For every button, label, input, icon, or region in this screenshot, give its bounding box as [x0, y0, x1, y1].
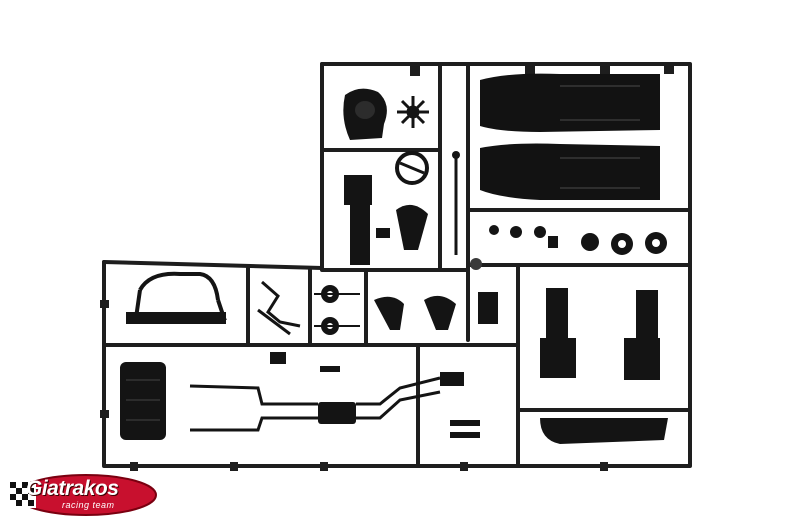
exhaust-system	[189, 376, 441, 432]
logo-brand-text: Giatrakos	[26, 477, 119, 500]
muffler-rear	[440, 372, 464, 386]
sprue-frame	[102, 62, 692, 468]
dashboard-parts	[343, 88, 460, 265]
suspension-bar	[126, 312, 226, 324]
control-arms	[374, 295, 456, 330]
muffler	[318, 402, 356, 424]
small-box-part	[478, 292, 498, 324]
steering-linkage	[257, 280, 301, 336]
floor-panel-detail	[560, 85, 640, 189]
frame-gates	[100, 66, 674, 471]
engine-blocks	[540, 288, 660, 380]
checkered-flag-icon	[10, 482, 36, 508]
team-logo	[10, 474, 157, 516]
wheel-hubs	[470, 225, 667, 270]
bumper	[540, 418, 668, 444]
brake-drums	[314, 285, 360, 335]
small-parts	[270, 352, 480, 438]
logo-tagline: racing team	[62, 500, 115, 510]
